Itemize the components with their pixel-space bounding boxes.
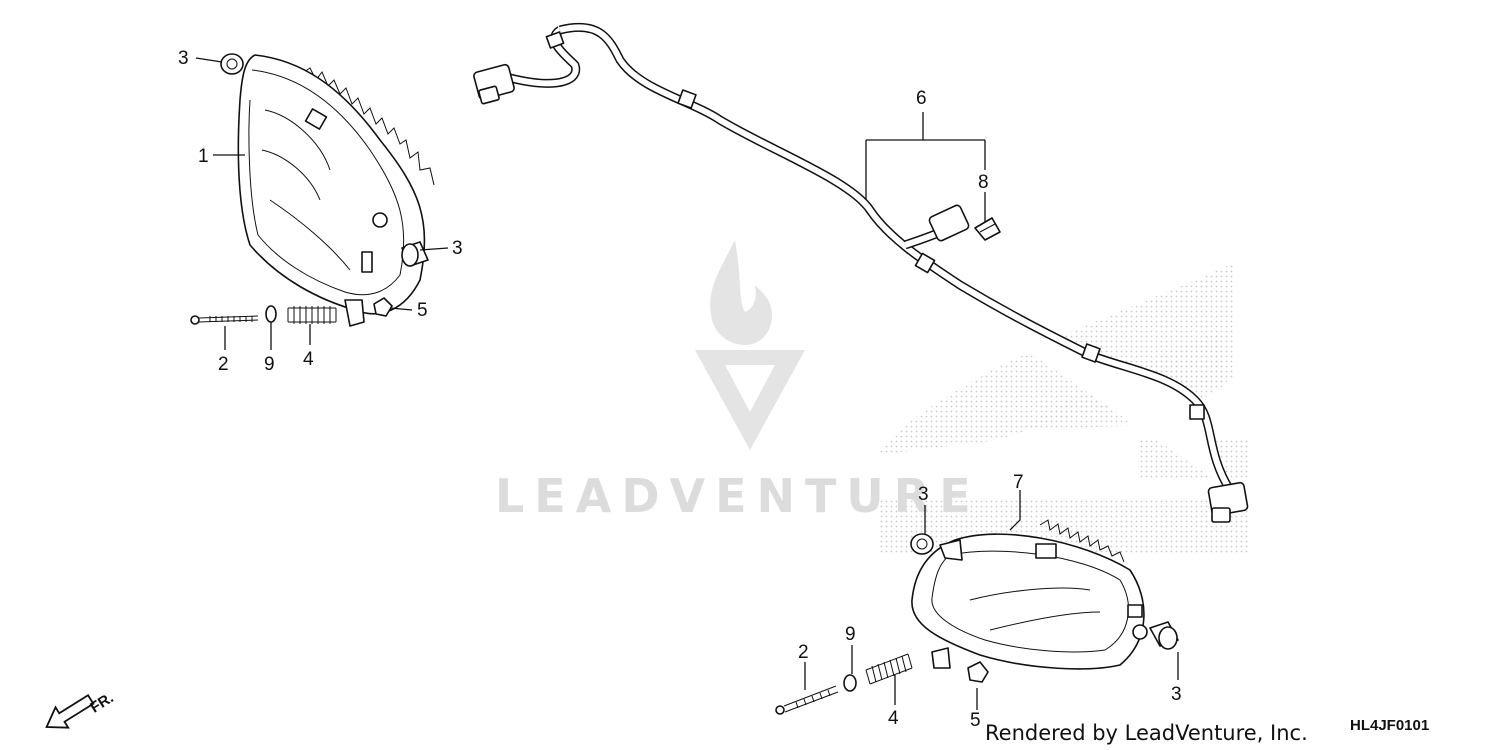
callout-washer-right: 9 (845, 624, 856, 645)
callout-spring-right: 4 (888, 708, 899, 729)
rendered-by-text: Rendered by LeadVenture, Inc. (985, 721, 1308, 745)
callout-grommet-side-left: 3 (452, 238, 463, 259)
callout-screw-right: 2 (798, 642, 809, 663)
flame-logo-watermark (695, 240, 805, 450)
left-grommet-top (220, 53, 244, 75)
callout-wiring-harness: 6 (916, 88, 927, 109)
callout-spring-left: 4 (303, 349, 314, 370)
left-spring (287, 306, 337, 324)
callout-grommet-top-right: 3 (918, 484, 929, 505)
left-grommet-side (401, 241, 429, 267)
front-label: FR. (87, 689, 117, 716)
callout-grommet-top-left: 3 (178, 48, 189, 69)
callout-screw-left: 2 (218, 354, 229, 375)
callout-nut-right: 5 (970, 710, 981, 731)
left-nut (373, 297, 393, 317)
callout-right-headlight: 7 (1013, 472, 1024, 493)
right-washer (843, 674, 857, 692)
callout-nut-left: 5 (417, 300, 428, 321)
harness-clip (974, 217, 1001, 241)
right-adjust-screw (775, 685, 839, 715)
right-spring (865, 653, 913, 685)
leader-lines (195, 57, 1179, 710)
left-adjust-screw (190, 315, 259, 325)
watermark-text: LEADVENTURE (495, 469, 981, 523)
diagram-code: HL4JF0101 (1350, 717, 1429, 734)
left-washer (265, 305, 277, 323)
right-nut (967, 661, 989, 683)
right-grommet-side (1149, 621, 1179, 650)
callout-harness-clip: 8 (978, 172, 989, 193)
right-grommet-top (910, 533, 934, 555)
callout-left-headlight: 1 (198, 146, 209, 167)
right-headlight (911, 519, 1148, 670)
left-headlight (237, 54, 435, 327)
front-arrow-icon (45, 694, 95, 729)
wiring-harness (473, 22, 1249, 523)
callout-washer-left: 9 (264, 354, 275, 375)
callout-grommet-side-right: 3 (1171, 684, 1182, 705)
